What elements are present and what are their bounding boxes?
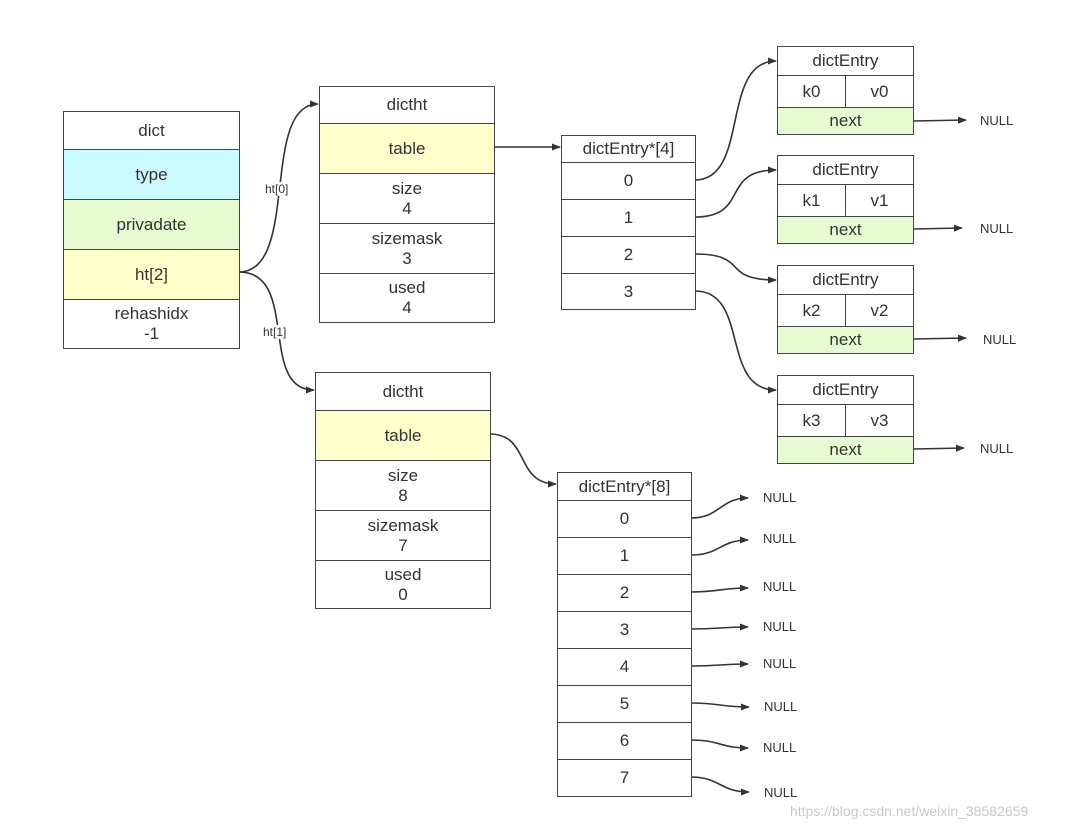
null-label: NULL: [983, 332, 1017, 347]
null-label: NULL: [763, 740, 797, 755]
entry-title: dictEntry: [812, 51, 879, 70]
entry-kv-row: k2 v2: [778, 294, 913, 326]
dict-struct: dict type privadate ht[2] rehashidx -1: [63, 111, 240, 349]
entry-kv-row: k1 v1: [778, 184, 913, 216]
entry-next-field: next: [778, 326, 913, 353]
null-label: NULL: [764, 699, 798, 714]
array8-slot: 7: [558, 759, 691, 796]
rehashidx-label: rehashidx: [114, 304, 189, 323]
null-label: NULL: [980, 441, 1014, 456]
watermark: https://blog.csdn.net/weixin_38582659: [790, 803, 1029, 819]
dictht0-table-field: table: [320, 123, 494, 173]
entry-value: v2: [870, 300, 889, 320]
null-label: NULL: [763, 579, 797, 594]
edge-next0-null: [912, 116, 967, 124]
array8-slot: 6: [558, 722, 691, 759]
edge-slot0-entry0: [694, 57, 777, 181]
array8-title: dictEntry*[8]: [578, 476, 671, 496]
dict-entry-3: dictEntry k3 v3 next: [777, 375, 914, 464]
edge-slot2-entry2: [694, 253, 777, 284]
null-label: NULL: [980, 113, 1014, 128]
dictht1-title: dictht: [382, 381, 424, 401]
null-label: NULL: [763, 490, 797, 505]
entry-title: dictEntry: [812, 160, 879, 179]
dict-type-field: type: [64, 149, 239, 199]
edge-slot3-entry3: [694, 290, 777, 394]
array4-slot: 0: [562, 162, 695, 199]
edge-a8-4-null: [690, 660, 749, 668]
array8-slot: 4: [558, 648, 691, 685]
dict-rehashidx-field: rehashidx -1: [64, 299, 239, 348]
edge-a8-2-null: [690, 584, 749, 593]
null-label: NULL: [764, 785, 798, 800]
edge-a8-3-null: [690, 623, 749, 631]
edge-next2-null: [912, 334, 967, 342]
entry-next-field: next: [778, 436, 913, 463]
edge-a8-7-null: [690, 776, 750, 796]
edge-slot1-entry1: [694, 166, 777, 218]
null-label: NULL: [980, 221, 1014, 236]
array8-slot: 2: [558, 574, 691, 611]
dict-ht-field: ht[2]: [64, 249, 239, 299]
edge-a8-0-null: [690, 494, 749, 519]
array8-slot: 1: [558, 537, 691, 574]
null-label: NULL: [763, 531, 797, 546]
entry-value: v3: [870, 410, 889, 430]
dict-entry-1: dictEntry k1 v1 next: [777, 155, 914, 244]
edge-a8-1-null: [690, 536, 749, 556]
dict-entry-2: dictEntry k2 v2 next: [777, 265, 914, 354]
edge-next1-null: [912, 224, 963, 232]
entry-title: dictEntry: [812, 270, 879, 289]
entry-title: dictEntry: [812, 380, 879, 399]
entry-key: k3: [778, 405, 846, 436]
edge-a8-5-null: [690, 702, 750, 711]
entry-key: k1: [778, 185, 846, 216]
entry-next-field: next: [778, 216, 913, 243]
edge-table1-array8: [489, 433, 557, 488]
array4-slot: 1: [562, 199, 695, 236]
edge-next3-null: [912, 444, 965, 452]
rehashidx-value: -1: [143, 324, 160, 343]
entry-kv-row: k0 v0: [778, 75, 913, 107]
dictht0-title: dictht: [386, 95, 428, 114]
entry-kv-row: k3 v3: [778, 404, 913, 436]
array4-slot: 2: [562, 236, 695, 273]
edge-label-ht0: ht[0]: [264, 182, 290, 196]
array8-slot: 3: [558, 611, 691, 648]
dict-entry-0: dictEntry k0 v0 next: [777, 46, 914, 135]
entry-next-field: next: [778, 107, 913, 134]
array4-title: dictEntry*[4]: [582, 139, 675, 158]
array8-slot: 0: [558, 500, 691, 537]
edge-a8-6-null: [690, 739, 749, 752]
array8-struct: dictEntry*[8] 0 1 2 3 4 5 6 7: [557, 472, 692, 797]
dictht1-table-field: table: [316, 410, 490, 460]
array8-slot: 5: [558, 685, 691, 722]
entry-value: v1: [870, 190, 889, 210]
entry-value: v0: [870, 81, 889, 101]
null-label: NULL: [763, 619, 797, 634]
array4-slot: 3: [562, 273, 695, 309]
dict-title: dict: [138, 120, 165, 140]
array4-struct: dictEntry*[4] 0 1 2 3: [561, 135, 696, 310]
null-label: NULL: [763, 656, 797, 671]
dict-privdata-field: privadate: [64, 199, 239, 249]
edge-label-ht1: ht[1]: [262, 325, 288, 339]
entry-key: k2: [778, 295, 846, 326]
entry-key: k0: [778, 76, 846, 107]
